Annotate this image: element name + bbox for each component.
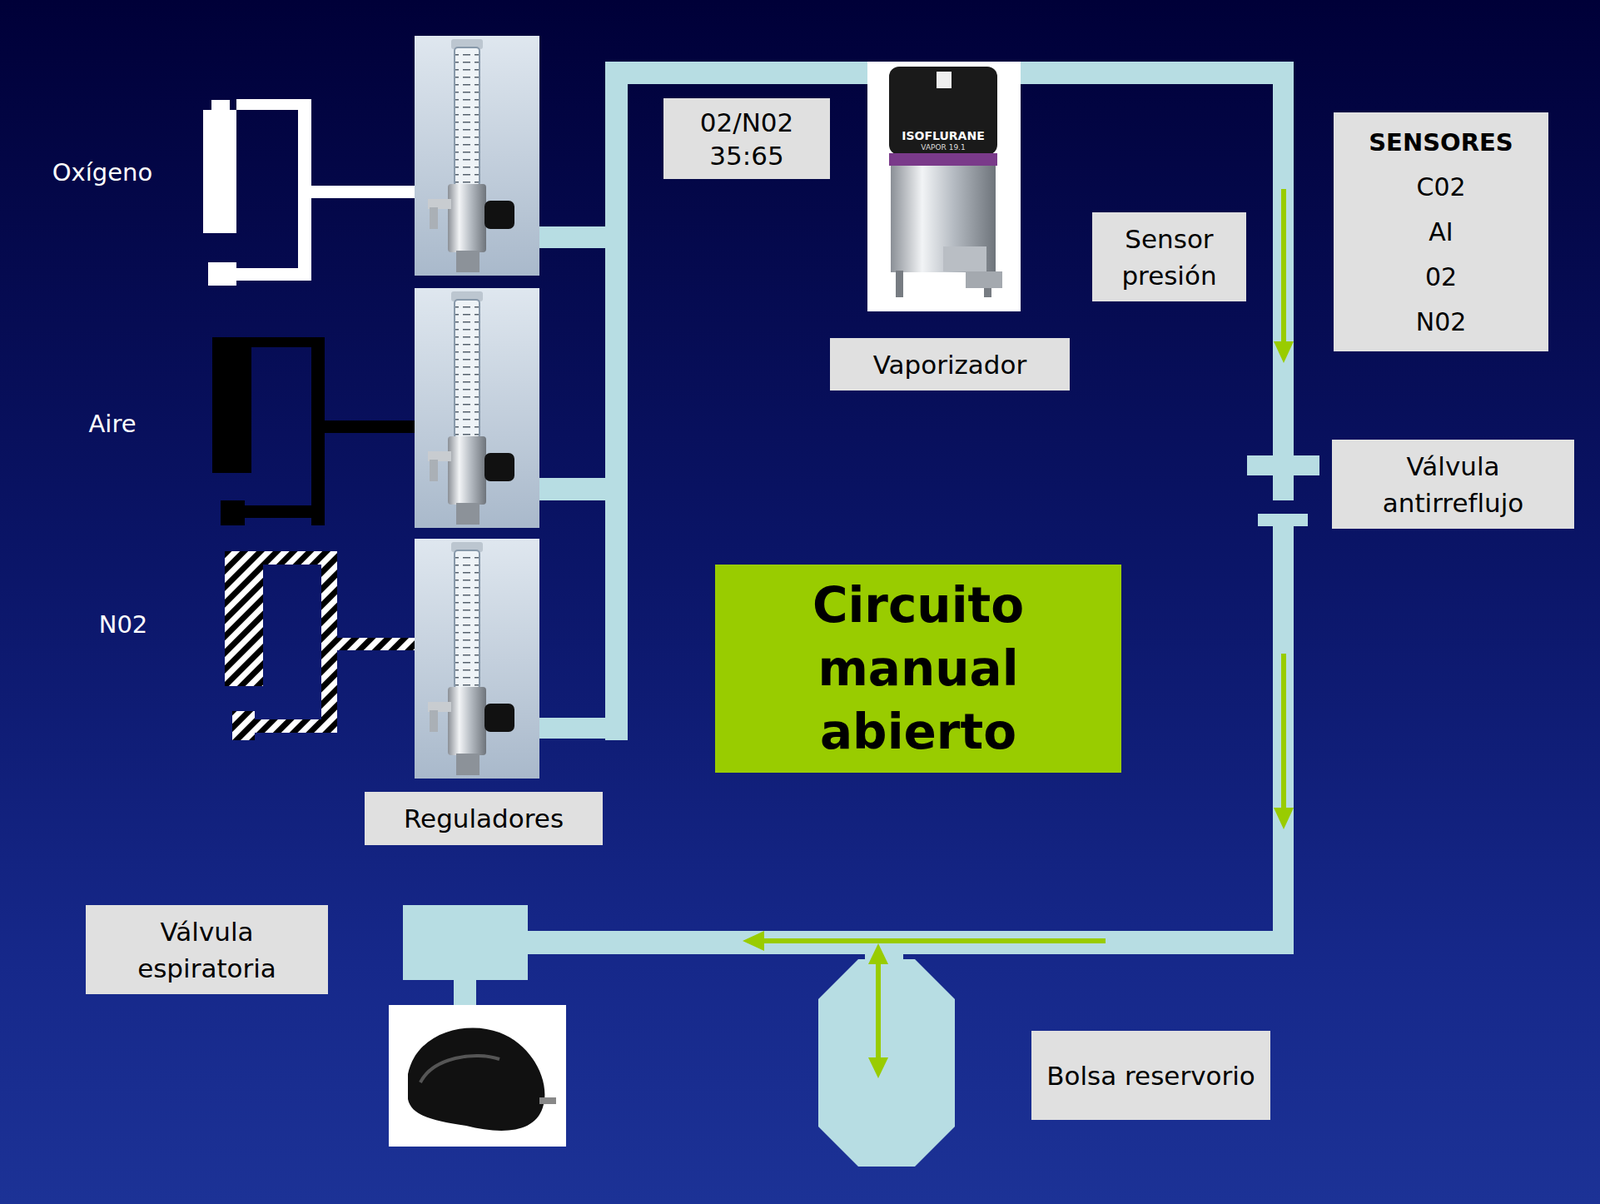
cylinder-small	[220, 500, 245, 526]
face-mask-photo	[388, 1004, 567, 1147]
box-text: 02/N02 35:65	[671, 105, 822, 173]
air-regulator	[414, 288, 540, 528]
circuit-pipes	[402, 61, 1320, 1167]
arrow-head	[868, 943, 889, 964]
box-text: Válvula antirreflujo	[1340, 447, 1566, 522]
device-model: VAPOR 19.1	[920, 144, 965, 153]
box-text: Reguladores	[403, 801, 564, 835]
gas-name: Oxígeno	[52, 159, 153, 187]
gas-name: Aire	[88, 411, 136, 438]
part-label-box: Válvula antirreflujo	[1331, 439, 1575, 529]
flow-arrow	[875, 962, 881, 1059]
arrow-head	[742, 930, 765, 951]
photo-ground	[388, 1004, 567, 1147]
expiratory-valve	[402, 904, 528, 980]
mask-hook	[539, 1097, 557, 1104]
box-text: Sensor presión	[1100, 220, 1238, 294]
vaporizer-photo	[867, 61, 1021, 312]
pipe	[539, 226, 608, 249]
pipe	[1272, 61, 1294, 456]
n2o-regulator	[414, 538, 540, 779]
vaporizer-body	[890, 165, 996, 273]
box-text: Bolsa reservorio	[1046, 1057, 1256, 1094]
box-text: Válvula espiratoria	[94, 913, 320, 987]
check-valve-plate	[1257, 513, 1308, 527]
part-label-box: Vaporizador	[829, 337, 1070, 391]
supply-line	[321, 551, 338, 733]
supply-line	[298, 99, 312, 281]
n2o-cylinder	[224, 551, 415, 741]
sensor-label-box: Sensor presión	[1092, 212, 1247, 302]
dial-window	[936, 71, 952, 89]
pipe	[453, 979, 477, 1007]
device-brand: ISOFLURANE	[901, 129, 984, 143]
sensor-list-box: SENSORESC02AI02N02	[1333, 112, 1549, 352]
title-box: Circuito manual abierto	[715, 564, 1122, 773]
flow-arrow	[761, 938, 1106, 944]
vaporizer-leg	[895, 270, 904, 298]
arrow-head	[1273, 341, 1294, 363]
box-text: C02	[1416, 164, 1466, 210]
check-valve-plate	[1247, 455, 1320, 476]
pipe	[539, 477, 608, 501]
pipe	[605, 61, 628, 741]
pipe	[539, 717, 608, 739]
supply-line	[324, 420, 415, 433]
cylinder-small	[208, 262, 237, 286]
pipe	[1272, 525, 1294, 955]
vaporizer-port	[965, 271, 1003, 289]
box-text: AI	[1428, 209, 1453, 255]
supply-line	[236, 268, 312, 281]
mask-highlight	[420, 1055, 500, 1083]
cylinder-body	[203, 109, 237, 234]
gas-name: N02	[99, 611, 149, 639]
cylinder-small	[232, 710, 255, 741]
supply-line	[337, 637, 415, 651]
arrow-head	[868, 1057, 889, 1079]
arrow-head	[1273, 807, 1294, 830]
supply-line	[311, 185, 415, 199]
pipe	[527, 930, 1294, 955]
supply-line	[311, 337, 325, 526]
supply-line	[254, 719, 338, 733]
box-heading: SENSORES	[1368, 119, 1514, 165]
photo-ground	[867, 61, 1021, 312]
pipe	[1272, 475, 1294, 501]
face-mask	[407, 1027, 545, 1130]
vaporizer-dial	[889, 66, 998, 155]
box-text: N02	[1416, 299, 1467, 345]
agent-band	[889, 153, 998, 166]
reservoir-bag	[818, 959, 955, 1167]
part-label-box: Reguladores	[364, 791, 603, 845]
flow-arrow	[1281, 653, 1287, 810]
flow-arrow	[1281, 188, 1287, 344]
cylinder-body	[224, 551, 264, 686]
vaporizer-port	[943, 246, 987, 272]
part-label-box: Válvula espiratoria	[85, 904, 328, 994]
box-text: Circuito manual abierto	[723, 573, 1114, 764]
oxygen-cylinder	[203, 99, 415, 286]
box-text: 02	[1425, 254, 1457, 300]
cylinder-cap	[211, 99, 230, 112]
supply-line	[244, 505, 325, 518]
cylinder-body	[212, 337, 252, 473]
oxygen-regulator	[414, 35, 540, 276]
box-text: Vaporizador	[873, 347, 1027, 382]
air-cylinder	[212, 337, 415, 526]
part-label-box: Bolsa reservorio	[1031, 1030, 1271, 1120]
ratio-box: 02/N02 35:65	[663, 98, 830, 179]
